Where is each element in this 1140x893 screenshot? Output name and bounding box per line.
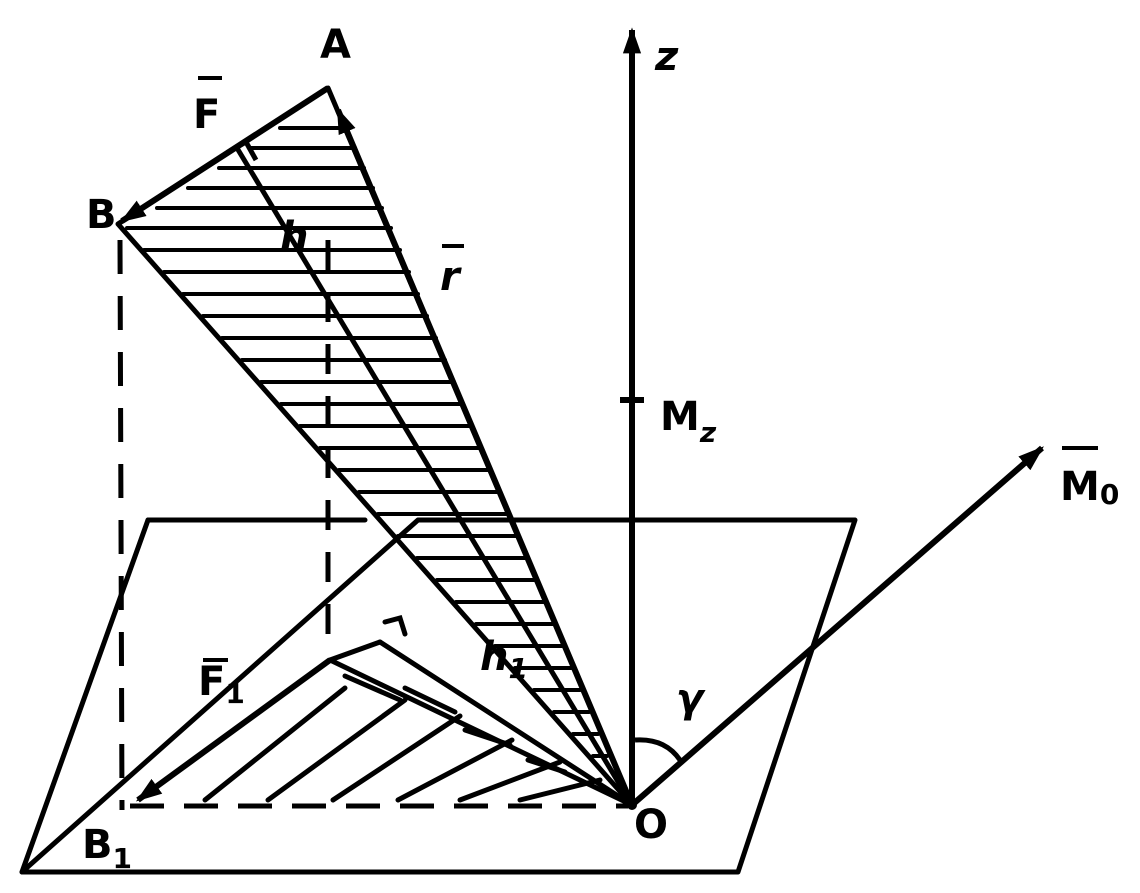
- label-b1-sub: 1: [113, 842, 132, 875]
- label-z: z: [654, 34, 679, 80]
- label-mz-main: M: [660, 394, 700, 440]
- label-f: F: [193, 92, 220, 138]
- force-f1-vector: [135, 657, 332, 803]
- triangle-oab: [115, 85, 635, 808]
- label-h: h: [280, 214, 308, 260]
- label-m0-sub: 0: [1100, 478, 1119, 511]
- gamma-angle-arc: [634, 737, 683, 762]
- label-gamma: γ: [676, 676, 706, 722]
- force-f-vector: [119, 85, 330, 224]
- labels: A B B1 O z F F1 r h h1 Mz M0: [82, 22, 1119, 875]
- label-mz-sub: z: [699, 416, 717, 449]
- label-m0-main: M: [1060, 464, 1100, 510]
- label-mz: Mz: [660, 394, 717, 449]
- label-h1-sub: 1: [508, 652, 527, 685]
- label-m0: M0: [1060, 464, 1119, 511]
- height-h-line: [234, 146, 635, 807]
- label-b1-main: B: [82, 822, 113, 868]
- label-h1-main: h: [480, 634, 508, 680]
- label-r: r: [440, 254, 462, 300]
- label-f1-main: F: [198, 659, 225, 705]
- radius-vector-r: [335, 107, 635, 807]
- projected-triangle: [202, 614, 635, 808]
- plane: [19, 517, 858, 875]
- label-b: B: [86, 192, 117, 238]
- point-o: [627, 800, 637, 810]
- label-o: O: [634, 802, 668, 848]
- label-f1-sub: 1: [225, 677, 244, 710]
- label-f1: F1: [198, 659, 245, 710]
- label-h1: h1: [480, 634, 528, 685]
- label-b1: B1: [82, 822, 132, 875]
- moment-m0-vector: [630, 445, 1044, 808]
- triangle-oab-hatching: [125, 126, 609, 758]
- label-a: A: [320, 22, 351, 68]
- projection-b-dashed: [117, 239, 125, 811]
